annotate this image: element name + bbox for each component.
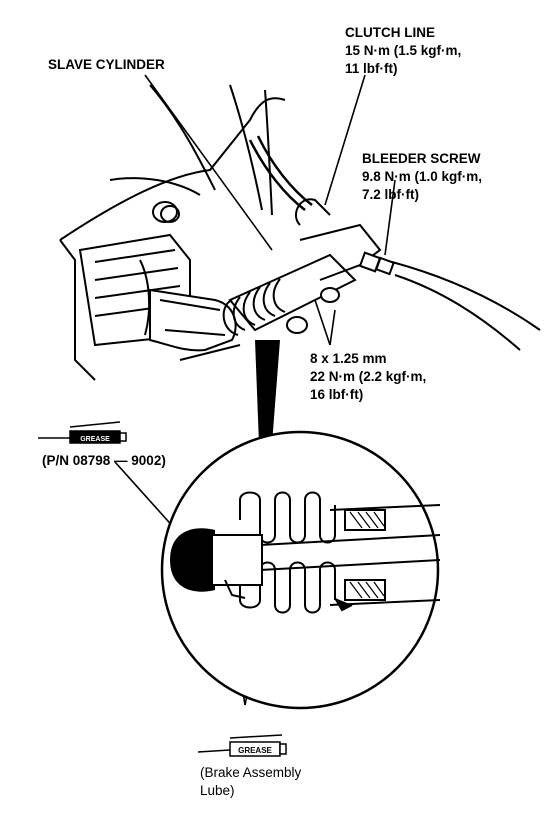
grease-tube-icon <box>38 421 127 444</box>
engine-housing-drawing <box>59 84 541 381</box>
part-number-label: (P/N 08798 — 9002) <box>42 453 166 468</box>
bleeder-screw-torque-2: 7.2 lbf·ft) <box>362 187 419 202</box>
slave-cylinder-label: SLAVE CYLINDER <box>48 57 165 72</box>
brake-lube-label-1: (Brake Assembly <box>200 765 302 780</box>
detail-magnifier <box>160 430 441 710</box>
clutch-line-torque-2: 11 lbf·ft) <box>345 61 398 76</box>
grease-tube-icon <box>197 734 287 757</box>
bleeder-screw-title: BLEEDER SCREW <box>362 151 481 166</box>
grease-tube-label-bottom: GREASE <box>238 746 272 755</box>
brake-lube-label-2: Lube) <box>200 783 235 798</box>
bolt-torque-2: 16 lbf·ft) <box>310 387 364 402</box>
bleeder-screw-torque-1: 9.8 N·m (1.0 kgf·m, <box>362 169 483 184</box>
bolt-size-label: 8 x 1.25 mm <box>310 351 387 366</box>
bolt-torque-1: 22 N·m (2.2 kgf·m, <box>310 369 427 384</box>
grease-tube-label: GREASE <box>80 436 110 443</box>
clutch-line-title: CLUTCH LINE <box>345 25 435 40</box>
clutch-line-torque-1: 15 N·m (1.5 kgf·m, <box>345 43 462 58</box>
